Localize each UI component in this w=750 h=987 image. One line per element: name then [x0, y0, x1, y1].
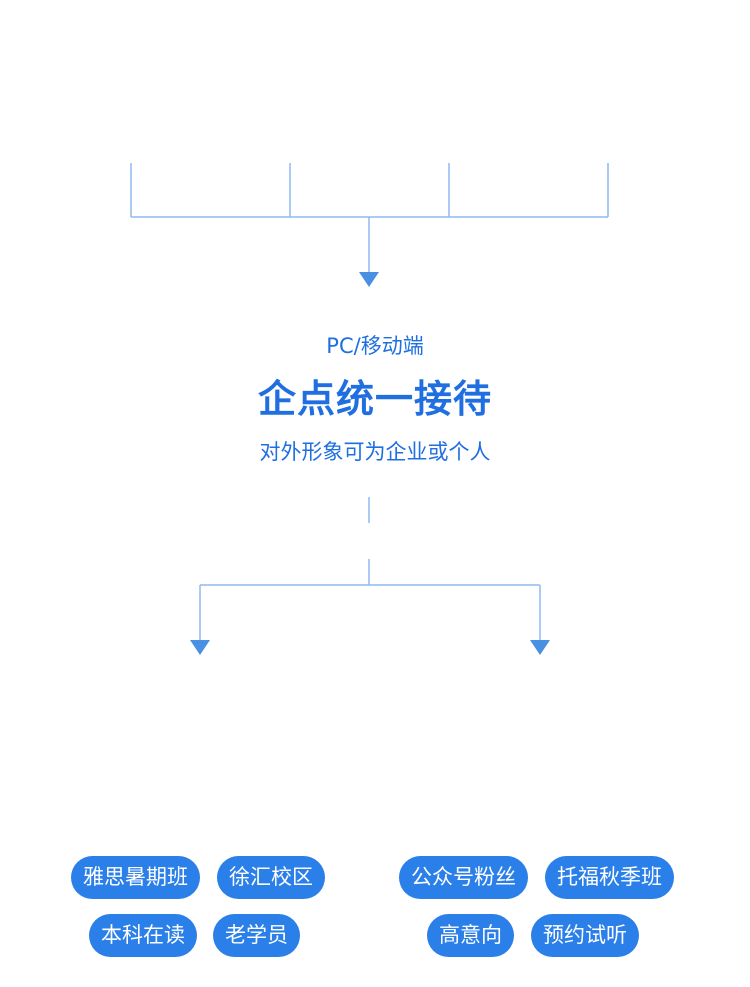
- top-arrow-icon: [359, 272, 379, 287]
- tag-right-4: 预约试听: [531, 914, 639, 957]
- tag-right-2: 托福秋季班: [545, 856, 674, 899]
- tag-left-3: 本科在读: [89, 914, 197, 957]
- channel-label: PC/移动端: [326, 334, 424, 358]
- tag-left-1: 雅思暑期班: [71, 856, 200, 899]
- tag-right-1: 公众号粉丝: [399, 856, 528, 899]
- tag-left-4: 老学员: [213, 914, 300, 957]
- identity-label: 对外形象可为企业或个人: [259, 440, 491, 464]
- tag-left-2: 徐汇校区: [217, 856, 325, 899]
- main-title: 企点统一接待: [257, 377, 492, 421]
- left-arrow-icon: [190, 640, 210, 655]
- tag-right-3: 高意向: [427, 914, 514, 957]
- right-arrow-icon: [530, 640, 550, 655]
